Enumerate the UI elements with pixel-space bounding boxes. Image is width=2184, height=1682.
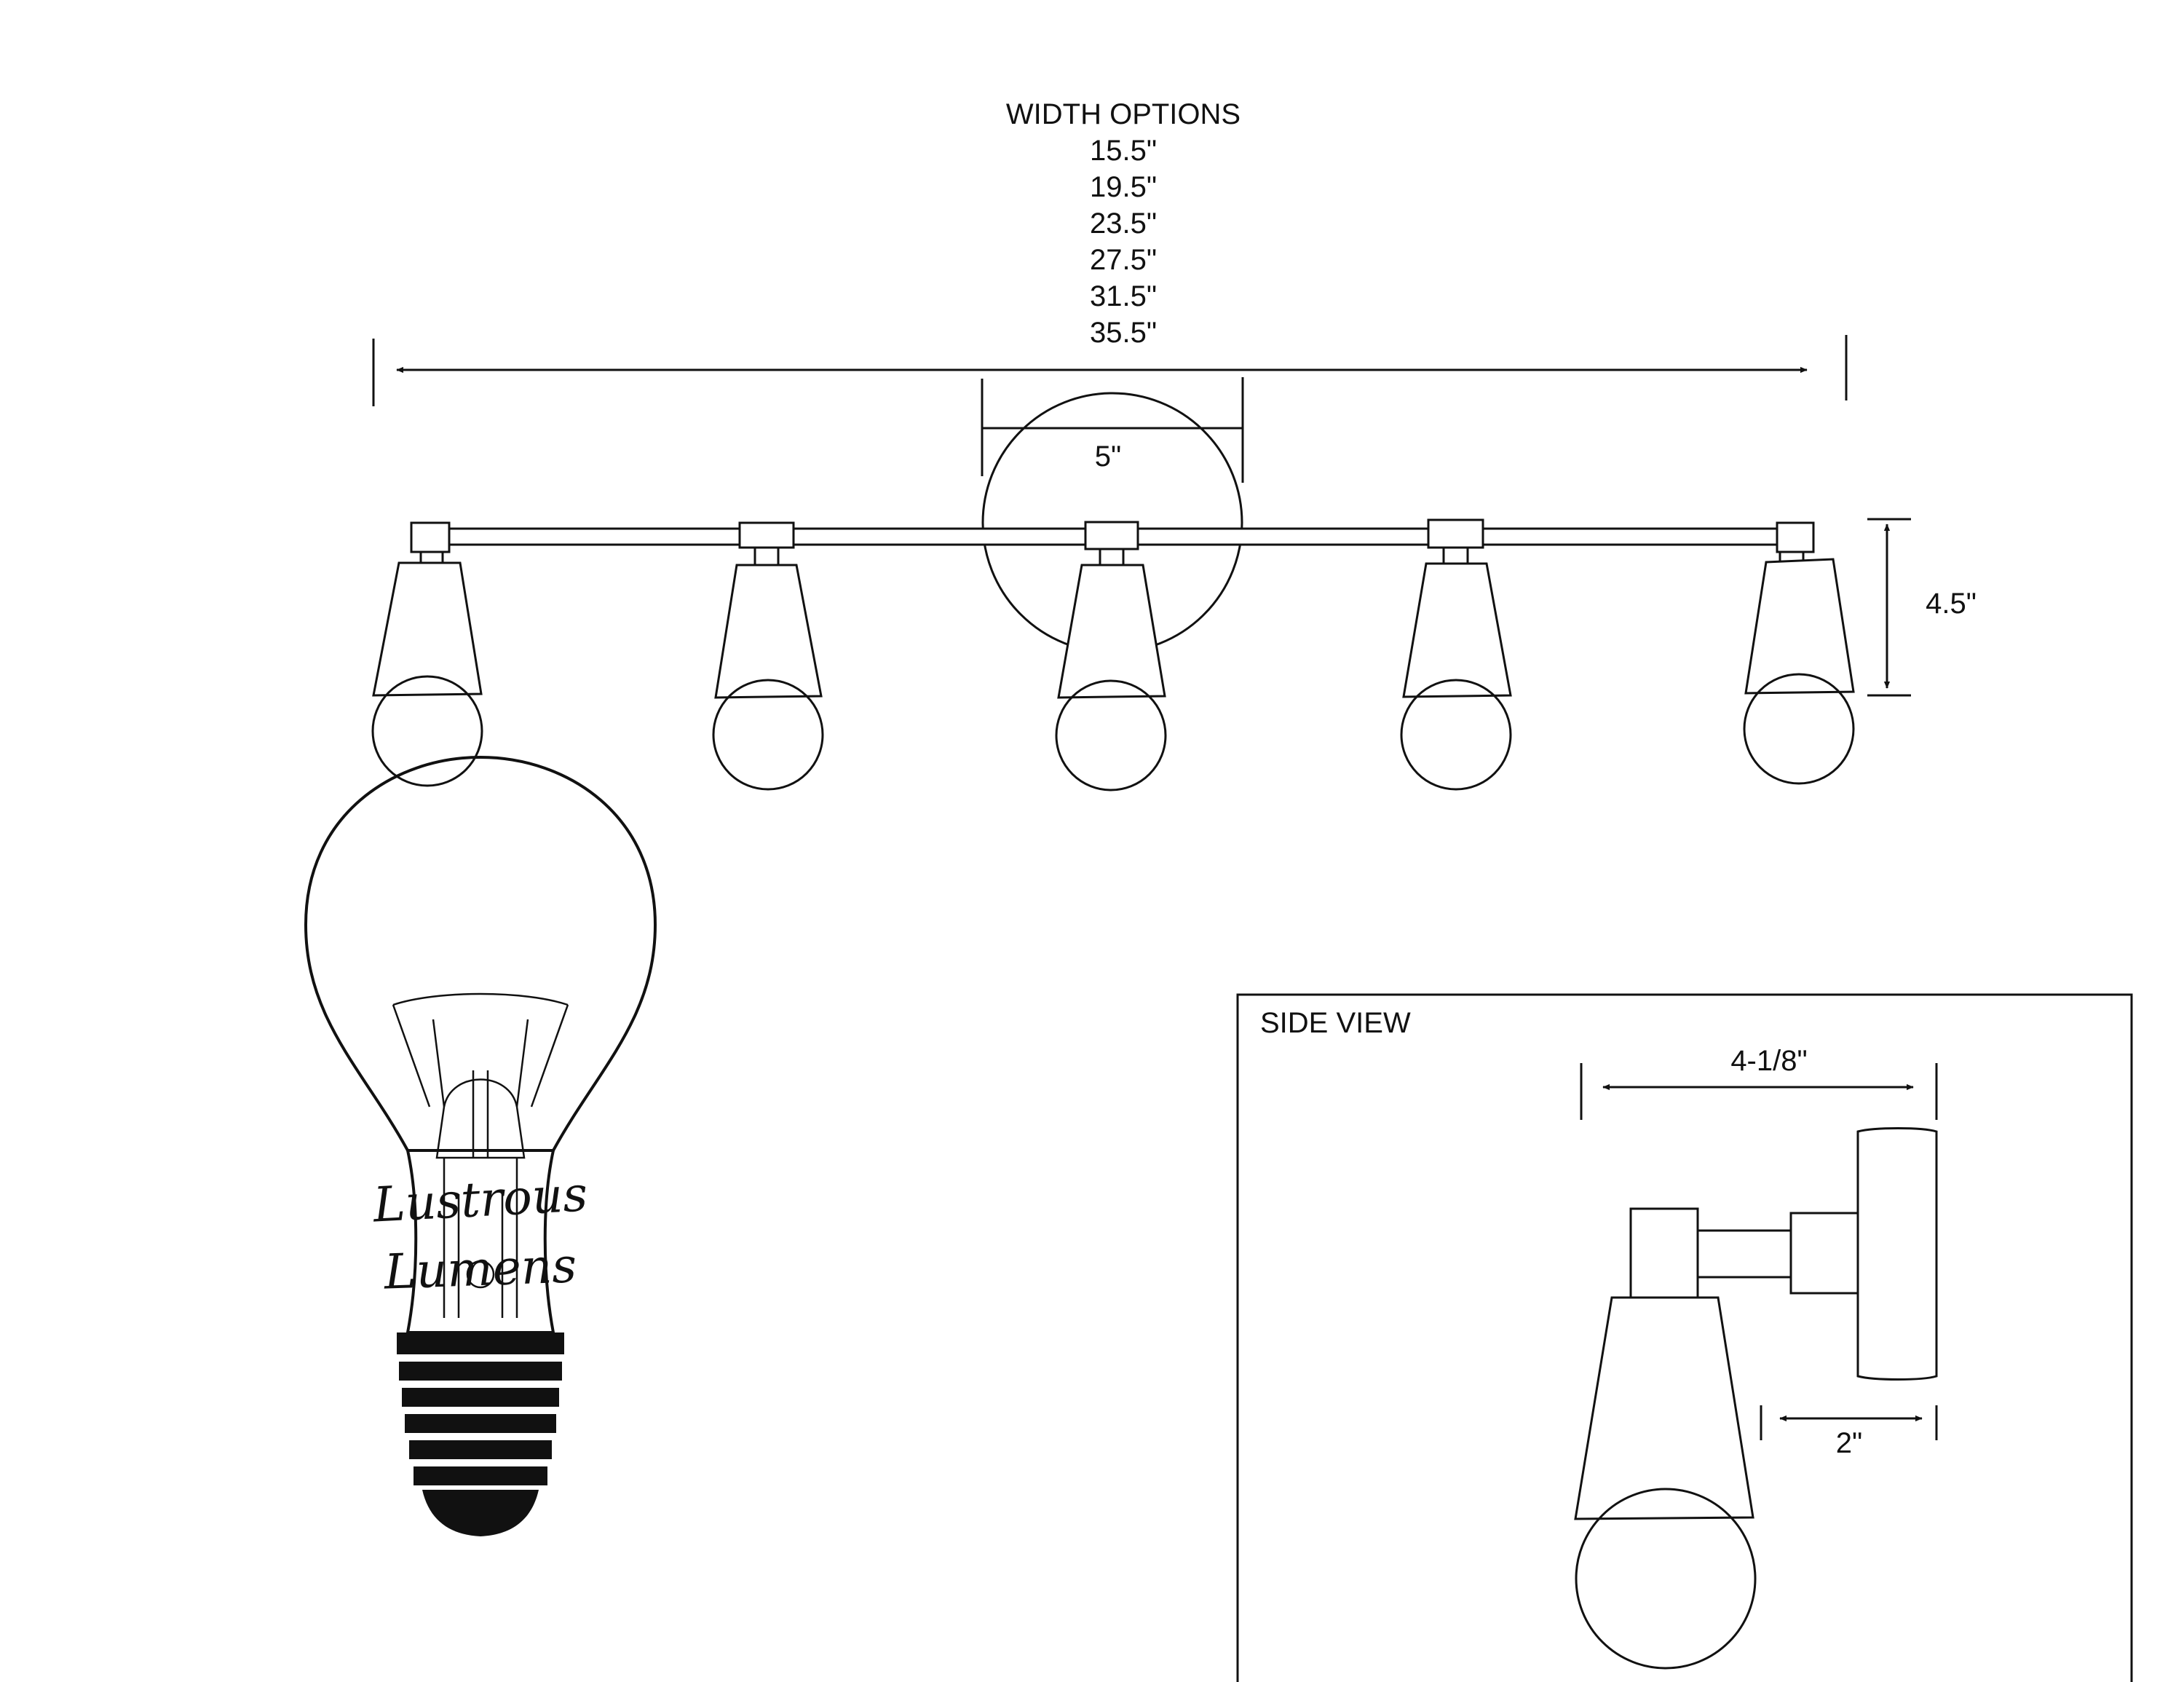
socket-knuckle — [1084, 521, 1139, 550]
bulb — [1400, 679, 1512, 791]
bulb — [1055, 679, 1167, 791]
backplate-width-label: 5" — [1095, 441, 1121, 473]
bulb — [1743, 673, 1855, 785]
shade-cone — [372, 561, 483, 697]
depth-label: 4-1/8" — [1730, 1045, 1807, 1077]
side-view: SIDE VIEW 4-1/8" 2" — [1236, 993, 2133, 1682]
logo-filament — [392, 992, 569, 1318]
side-backplate — [1856, 1127, 1938, 1381]
socket-collar — [1442, 546, 1469, 565]
width-option: 15.5" — [1090, 135, 1157, 167]
bulb — [371, 675, 483, 787]
logo-screw-base — [397, 1332, 564, 1536]
logo: Lustrous Lumens — [304, 755, 657, 1536]
side-arm — [1696, 1229, 1792, 1279]
shade-2 — [712, 521, 824, 791]
width-option: 31.5" — [1090, 280, 1157, 312]
shade-4 — [1400, 518, 1512, 791]
socket-knuckle — [1776, 521, 1815, 553]
width-option: 19.5" — [1090, 171, 1157, 203]
logo-bulb-glass — [304, 755, 657, 1152]
socket-knuckle — [1427, 518, 1484, 549]
side-view-title: SIDE VIEW — [1260, 1007, 1411, 1039]
shade-3 — [1055, 521, 1167, 791]
side-arm-mount — [1789, 1212, 1859, 1295]
shade-1 — [371, 521, 483, 787]
width-option: 35.5" — [1090, 317, 1157, 349]
socket-knuckle — [410, 521, 451, 553]
side-socket-knuckle — [1629, 1207, 1699, 1299]
arm-label: 2" — [1836, 1427, 1862, 1459]
front-view: WIDTH OPTIONS 15.5" 19.5" 23.5" 27.5" 31… — [371, 98, 1977, 791]
width-option: 27.5" — [1090, 244, 1157, 276]
shade-cone — [1057, 564, 1166, 699]
socket-knuckle — [738, 521, 795, 549]
shade-cone — [1402, 562, 1512, 698]
shade-5 — [1743, 521, 1855, 785]
width-option: 23.5" — [1090, 208, 1157, 240]
logo-text-line1: Lustrous — [371, 1166, 589, 1233]
side-view-frame — [1236, 993, 2133, 1682]
logo-text-line2: Lumens — [382, 1237, 577, 1300]
height-label: 4.5" — [1926, 588, 1977, 620]
side-bulb — [1575, 1488, 1757, 1670]
width-options-title: WIDTH OPTIONS — [1006, 98, 1241, 130]
bulb — [712, 679, 824, 791]
shade-cone — [1744, 558, 1855, 695]
socket-collar — [753, 546, 780, 566]
socket-collar — [1099, 548, 1125, 567]
side-shade — [1574, 1296, 1754, 1520]
shade-cone — [714, 564, 823, 699]
